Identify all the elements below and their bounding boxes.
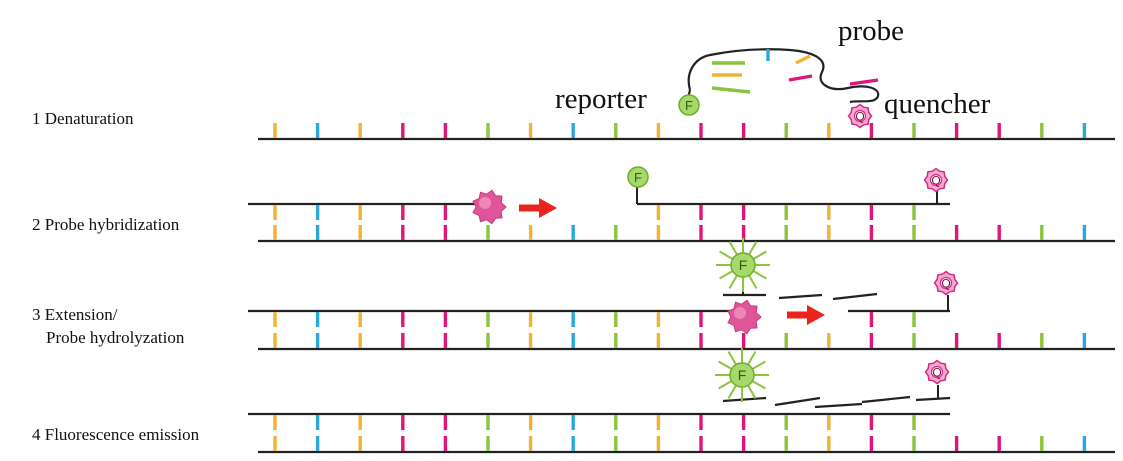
polymerase-enzyme-icon [472, 189, 507, 225]
quencher-dye-icon: Q [924, 359, 950, 385]
stage-3-extending-strand [248, 279, 950, 327]
probe-base [795, 54, 811, 65]
quencher-core [853, 109, 867, 123]
glow-ray [728, 241, 738, 256]
polymerase-highlight [734, 307, 746, 319]
reporter-circle [627, 166, 649, 188]
stage-1-free-probe [686, 48, 880, 104]
glow-ray [752, 270, 767, 280]
reporter-letter: F [685, 98, 693, 113]
glow-core [729, 362, 755, 388]
glow-ray [719, 270, 734, 280]
arrow-shaft [519, 204, 541, 212]
fluorescence-glow-icon: F [716, 238, 770, 292]
fluorescence-glow-icon: F [715, 348, 769, 402]
quencher-dye-icon: Q [933, 270, 959, 296]
stage-1-template-strand [258, 123, 1115, 141]
probe-fragment [778, 293, 823, 300]
glow-ray [718, 380, 733, 390]
reporter-label: reporter [555, 83, 647, 115]
probe-fragment [861, 395, 911, 404]
glow-ray [751, 380, 766, 390]
glow-ray [719, 250, 734, 260]
quencher-letter: Q [931, 174, 940, 188]
reporter-letter: F [634, 170, 642, 185]
quencher-core [930, 365, 944, 379]
glow-ray [747, 351, 757, 366]
stage-1-label: 1 Denaturation [32, 109, 134, 128]
probe-fragment [814, 402, 863, 409]
quencher-label: quencher [884, 88, 991, 120]
probe-fragment [774, 396, 821, 407]
reporter-dye-icon: F [627, 166, 649, 188]
probe-fragment [915, 396, 951, 402]
arrow-shaft [787, 311, 809, 319]
quencher-core [939, 276, 953, 290]
glow-ray [727, 351, 737, 366]
quencher-dye-icon: Q [923, 167, 949, 193]
stage-3-label-line2: Probe hydrolyzation [46, 328, 185, 347]
glow-ray [752, 250, 767, 260]
quencher-letter: Q [855, 110, 864, 124]
direction-arrow-icon [519, 198, 557, 218]
quencher-dye-icon: Q [847, 103, 873, 129]
stage-4-new-strand [248, 385, 951, 430]
stage-4-label: 4 Fluorescence emission [32, 425, 200, 444]
probe-base [849, 78, 879, 86]
probe-backbone [687, 48, 880, 104]
stage-3-label-line1: 3 Extension/ [32, 305, 118, 324]
quencher-core [929, 173, 943, 187]
stage-3-template-strand [258, 333, 1115, 351]
quencher-letter: Q [941, 277, 950, 291]
arrow-head [539, 198, 557, 218]
glow-ray [728, 274, 738, 289]
polymerase-highlight [479, 197, 491, 209]
glow-ray [727, 384, 737, 399]
glow-ray [747, 384, 757, 399]
stage-2-bound-probe [636, 186, 950, 220]
glow-ray [718, 360, 733, 370]
probe-base [788, 74, 813, 82]
probe-base [711, 86, 751, 94]
probe-label: probe [838, 15, 905, 47]
polymerase-body [727, 299, 762, 335]
direction-arrow-icon [787, 305, 825, 325]
reporter-circle [678, 94, 700, 116]
glow-ray [751, 360, 766, 370]
polymerase-body [472, 189, 507, 225]
glow-ray [748, 274, 758, 289]
quencher-letter: Q [932, 366, 941, 380]
stage-2-primer-strand [248, 202, 480, 220]
glow-core [730, 252, 756, 278]
glow-ray [748, 241, 758, 256]
reporter-letter: F [739, 257, 748, 273]
stage-4-template-strand [258, 436, 1115, 454]
probe-fragment [722, 396, 767, 403]
polymerase-enzyme-icon [727, 299, 762, 335]
arrow-head [807, 305, 825, 325]
reporter-letter: F [738, 367, 747, 383]
reporter-dye-icon: F [678, 94, 700, 116]
stage-2-template-strand [258, 225, 1115, 243]
stage-2-label: 2 Probe hybridization [32, 215, 180, 234]
probe-fragment [832, 292, 878, 301]
